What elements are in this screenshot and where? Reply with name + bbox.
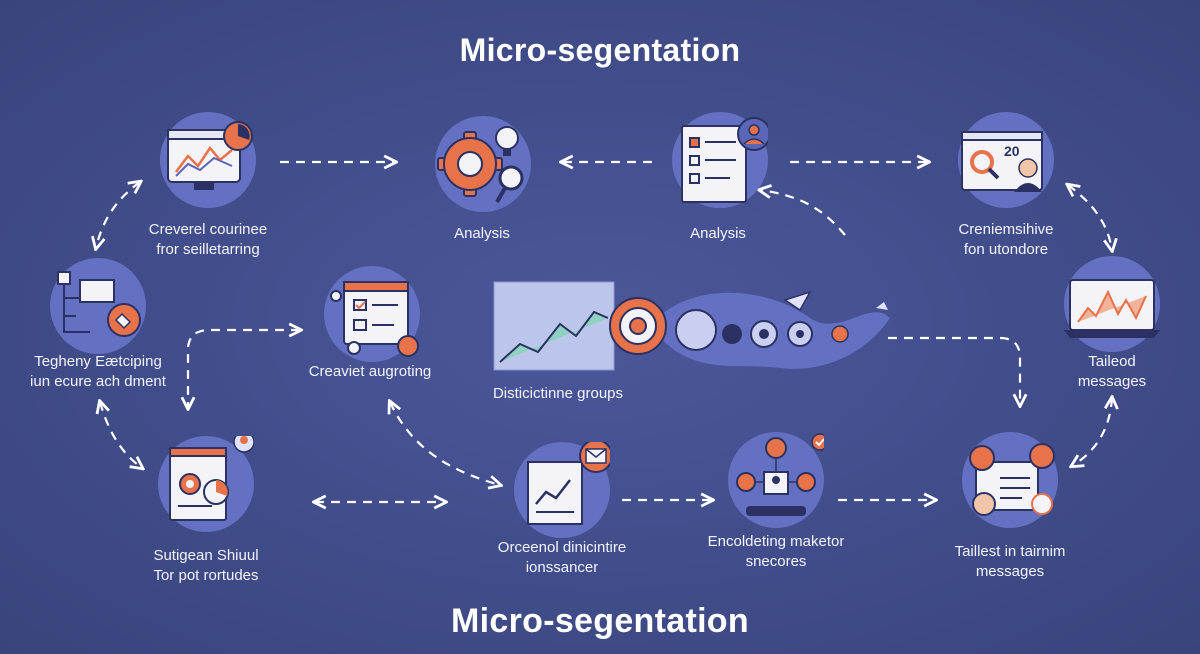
label-messaging: Taillest in tairnim messages [954, 543, 1066, 580]
label-customer-profile: Creniemsihive fon utondore [958, 221, 1054, 258]
gear-icon [437, 126, 524, 203]
report-window-icon [330, 281, 419, 357]
card-number-text: 20 [1004, 143, 1020, 159]
arrow-n8-n12 [1072, 398, 1112, 466]
arrow-n1-n5 [96, 182, 140, 248]
paper-plane-icon [783, 290, 812, 312]
node-dashboard [160, 112, 256, 208]
label-audience-network: Encoldeting maketor snecores [707, 533, 845, 570]
arrow-n5-n9 [100, 402, 142, 468]
node-customer-profile: 20 [958, 112, 1054, 208]
node-reporting [324, 266, 420, 362]
chat-messages-icon [969, 443, 1055, 516]
arrow-curve-to-n3 [760, 190, 846, 236]
node-analysis-checklist [672, 112, 768, 208]
monitor-chart-icon [167, 121, 253, 190]
label-flowchart: Tegheny Eætciping iun ecure ach dment [30, 353, 166, 390]
label-dashboard: Creverel courinee fror seilletarring [148, 221, 268, 258]
audience-network-icon [736, 433, 824, 516]
node-email-chart [514, 442, 610, 538]
label-analysis-gear: Analysis [454, 225, 510, 242]
flowchart-icon [57, 271, 141, 337]
label-analysis-checklist: Analysis [690, 225, 746, 242]
node-tailored-messages-laptop [1064, 256, 1160, 352]
chart-email-icon [527, 442, 610, 525]
label-distinct-groups: Disticictinne groups [492, 385, 624, 402]
label-settings-document: Sutigean Shiuul Tor pot rortudes [153, 547, 259, 584]
laptop-chart-icon [1064, 279, 1160, 338]
label-reporting: Creaviet augroting [308, 363, 432, 380]
node-audience-network [728, 432, 824, 528]
label-tailored-messages: Taileod messages [1077, 353, 1147, 390]
area-chart-icon [499, 310, 609, 363]
checklist-icon [681, 117, 768, 203]
arrow-n7-n12 [888, 336, 1020, 405]
node-messaging [962, 432, 1058, 528]
arrow-n6-n10 [390, 402, 500, 485]
node-distinct-groups [493, 281, 890, 371]
profile-screen-icon: 20 [961, 131, 1043, 192]
label-email-chart: Orceenol dinicintire ionssancer [497, 539, 627, 576]
node-settings-document [158, 436, 254, 532]
node-flowchart [50, 258, 146, 354]
diagram-title-bottom: Micro-segentation [451, 602, 749, 640]
settings-document-icon [169, 436, 254, 521]
node-analysis-gear [435, 116, 531, 212]
diagram-title-top: Micro-segentation [459, 32, 741, 68]
